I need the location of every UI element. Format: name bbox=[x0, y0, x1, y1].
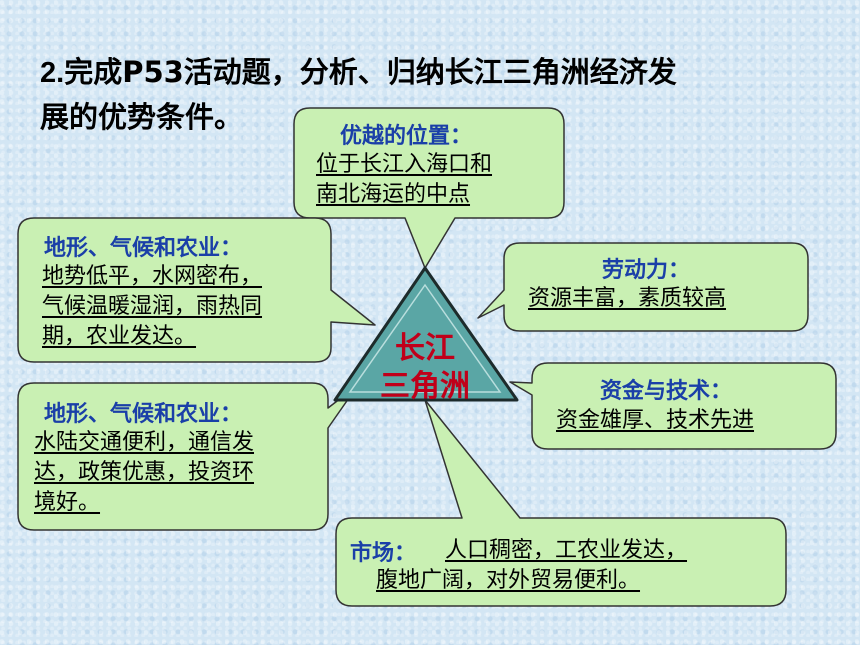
labor-line-1: 资源丰富，素质较高 bbox=[528, 286, 727, 311]
title-line-2: 展的优势条件。 bbox=[40, 100, 244, 134]
transport-text: 水陆交通便利，通信发 达，政策优惠，投资环 境好。 bbox=[34, 428, 254, 518]
page-title: 2.完成P53活动题，分析、归纳长江三角洲经济发 展的优势条件。 bbox=[40, 50, 820, 139]
location-line-2: 南北海运的中点 bbox=[316, 182, 471, 207]
market-text-line-2: 腹地广阔，对外贸易便利。 bbox=[376, 566, 640, 596]
transport-heading: 地形、气候和农业： bbox=[44, 402, 243, 427]
title-line-1: 完成P53活动题，分析、归纳长江三角洲经济发 bbox=[64, 55, 677, 89]
terrain-line-3: 期，农业发达。 bbox=[42, 324, 197, 349]
market-line-2: 腹地广阔，对外贸易便利。 bbox=[376, 568, 641, 593]
center-label: 长江 三角洲 bbox=[365, 330, 485, 406]
callout-market bbox=[335, 399, 787, 607]
center-label-line-2: 三角洲 bbox=[380, 369, 470, 404]
capital-line-1: 资金雄厚、技术先进 bbox=[556, 408, 755, 433]
market-heading: 市场： bbox=[350, 541, 417, 566]
capital-text: 资金雄厚、技术先进 bbox=[556, 406, 754, 436]
market-text-line-1: 人口稠密，工农业发达， bbox=[445, 536, 687, 566]
terrain-line-1: 地势低平，水网密布， bbox=[42, 264, 263, 289]
terrain-line-2: 气候温暖湿润，雨热同 bbox=[42, 294, 263, 319]
labor-heading: 劳动力： bbox=[602, 258, 691, 283]
terrain-text: 地势低平，水网密布， 气候温暖湿润，雨热同 期，农业发达。 bbox=[42, 262, 262, 352]
location-text: 位于长江入海口和 南北海运的中点 bbox=[316, 150, 492, 210]
callout-capital bbox=[509, 362, 837, 450]
callout-transport bbox=[17, 382, 359, 531]
center-triangle bbox=[333, 266, 519, 402]
location-heading: 优越的位置： bbox=[340, 124, 473, 149]
callout-location bbox=[293, 107, 565, 269]
title-number: 2. bbox=[40, 57, 65, 89]
transport-line-3: 境好。 bbox=[34, 490, 101, 515]
callout-labor bbox=[477, 242, 809, 332]
center-triangle-inner bbox=[348, 283, 502, 393]
callout-terrain bbox=[17, 217, 376, 363]
transport-line-2: 达，政策优惠，投资环 bbox=[34, 460, 255, 485]
capital-heading: 资金与技术： bbox=[600, 379, 733, 404]
location-line-1: 位于长江入海口和 bbox=[316, 152, 493, 177]
market-line-1: 人口稠密，工农业发达， bbox=[445, 538, 688, 563]
transport-line-1: 水陆交通便利，通信发 bbox=[34, 430, 255, 455]
center-label-line-1: 长江 bbox=[395, 331, 455, 366]
terrain-heading: 地形、气候和农业： bbox=[44, 236, 243, 261]
labor-text: 资源丰富，素质较高 bbox=[528, 284, 726, 314]
